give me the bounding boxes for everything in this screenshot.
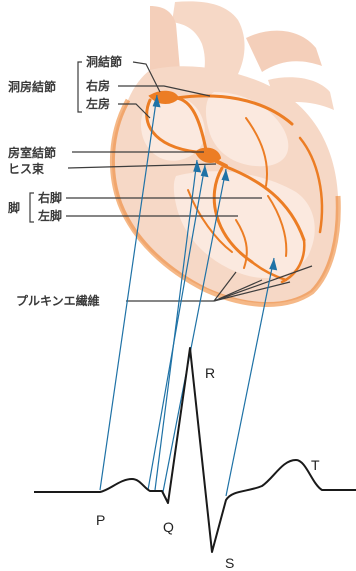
label-av-node: 房室結節 (8, 145, 56, 160)
wave-label-s: S (225, 555, 234, 571)
wave-label-p: P (96, 512, 105, 528)
label-left-atrium: 左房 (85, 96, 110, 111)
labels: 洞房結節 洞結節 右房 左房 房室結節 ヒス束 脚 右脚 左脚 プルキンエ繊維 (8, 54, 122, 308)
label-sa-node: 洞結節 (86, 54, 122, 69)
wave-label-q: Q (163, 519, 174, 535)
label-his-bundle: ヒス束 (8, 161, 45, 176)
wave-label-t: T (311, 457, 320, 473)
ecg-waveform (34, 348, 356, 552)
bracket-sa-group (78, 62, 82, 112)
heart-illustration (112, 1, 338, 304)
label-leg-group: 脚 (8, 200, 20, 215)
label-purkinje: プルキンエ繊維 (16, 293, 100, 308)
label-right-leg: 右脚 (37, 190, 62, 205)
label-sa-group: 洞房結節 (8, 79, 56, 94)
label-left-leg: 左脚 (37, 208, 62, 223)
pulmonary-artery-shape (246, 31, 322, 72)
bracket-leg-group (30, 193, 34, 222)
label-right-atrium: 右房 (85, 78, 110, 93)
wave-label-r: R (205, 365, 215, 381)
wave-labels: P Q R S T (96, 365, 320, 571)
